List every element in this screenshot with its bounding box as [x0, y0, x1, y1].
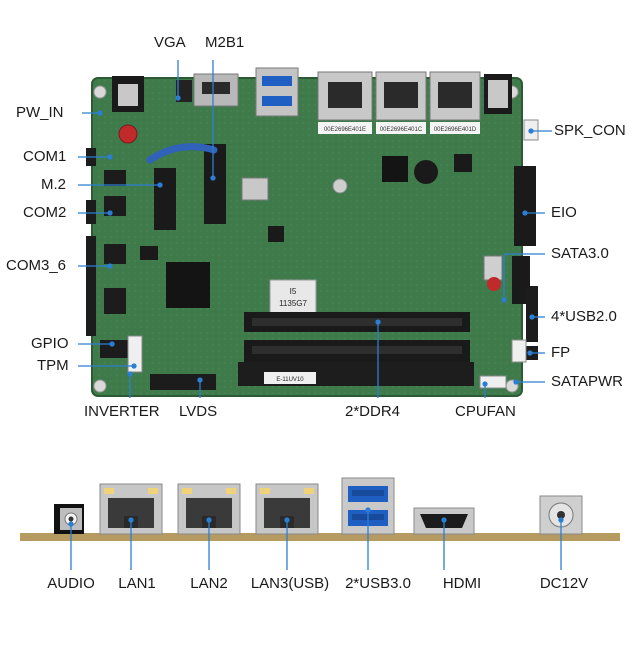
board-id-text: E-11UV10	[276, 377, 304, 383]
label-usb3: 2*USB3.0	[345, 575, 411, 592]
label-inverter: INVERTER	[84, 403, 160, 420]
sata3-connector	[512, 256, 530, 304]
label-usb2: 4*USB2.0	[551, 308, 617, 325]
label-lan1: LAN1	[118, 575, 156, 592]
label-spk-con: SPK_CON	[554, 122, 626, 139]
label-eio: EIO	[551, 204, 577, 221]
m2-slot	[154, 168, 176, 230]
label-hdmi: HDMI	[442, 575, 482, 592]
label-gpio: GPIO	[31, 335, 69, 352]
label-dc12v: DC12V	[539, 575, 589, 592]
label-com1: COM1	[23, 148, 67, 165]
audio-jack-top	[484, 74, 512, 114]
eio-connector	[514, 166, 536, 246]
io-chip	[166, 262, 210, 308]
io-panel	[20, 477, 620, 541]
label-m2: M.2	[41, 176, 67, 193]
io-leaders	[68, 507, 564, 570]
label-ddr4: 2*DDR4	[345, 403, 401, 420]
mac-1-text: 00E2696E401E	[324, 127, 366, 133]
mac-2-text: 00E2696E401C	[380, 127, 423, 133]
label-tpm: TPM	[37, 357, 69, 374]
lan-ports-top	[317, 71, 481, 121]
cpu-text-1: I5	[290, 287, 297, 296]
label-lan3: LAN3(USB)	[250, 575, 330, 592]
label-com3-6: COM3_6	[6, 257, 67, 274]
m2b1-slot	[204, 144, 226, 224]
label-vga: VGA	[154, 34, 186, 51]
label-audio: AUDIO	[47, 575, 95, 592]
label-fp: FP	[551, 344, 571, 361]
label-sata3: SATA3.0	[551, 245, 609, 262]
label-satapwr: SATAPWR	[551, 373, 623, 390]
power-jack-top	[112, 76, 144, 112]
cpu-label: I5 1135G7	[269, 279, 317, 315]
mac-3-text: 00E2696E401D	[434, 127, 477, 133]
satapwr-connector	[511, 339, 527, 363]
label-m2b1: M2B1	[205, 34, 245, 51]
usb2-headers	[526, 286, 538, 342]
ddr4-slots: E-11UV10	[238, 312, 474, 386]
label-lvds: LVDS	[179, 403, 218, 420]
label-com2: COM2	[23, 204, 67, 221]
audio-jack	[54, 504, 84, 534]
usb3-port-top	[255, 67, 299, 117]
cpu-text-2: 1135G7	[279, 299, 307, 308]
mac-labels: 00E2696E401E 00E2696E401C 00E2696E401D	[318, 122, 480, 134]
tpm-header	[127, 335, 143, 373]
hdmi-port-top	[193, 73, 239, 107]
label-lan2: LAN2	[190, 575, 228, 592]
label-cpufan: CPUFAN	[455, 403, 516, 420]
board-leaders	[78, 60, 552, 398]
label-pw-in: PW_IN	[16, 104, 64, 121]
lvds-header	[150, 374, 216, 390]
